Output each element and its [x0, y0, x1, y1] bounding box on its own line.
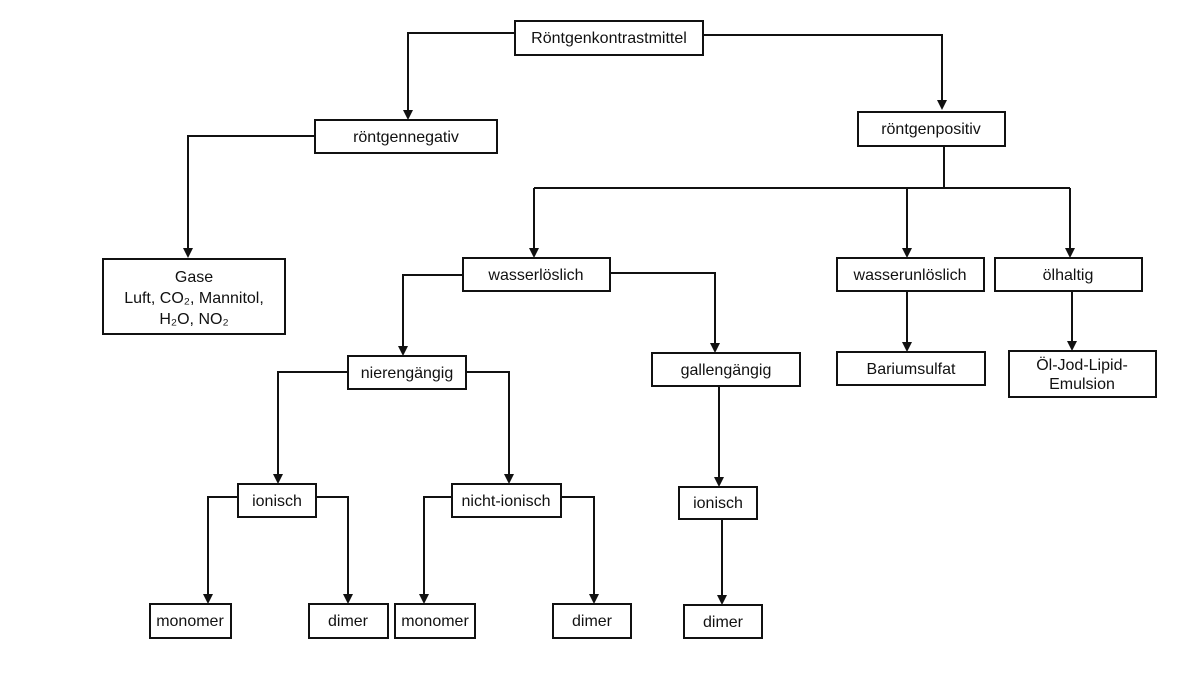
node-roentgenpositiv: röntgenpositiv — [857, 111, 1006, 147]
node-gases-line2: Luft, CO₂, Mannitol, — [124, 290, 264, 307]
node-nonionic-monomer: monomer — [394, 603, 476, 639]
edge-nonionic-dimer — [561, 496, 599, 604]
node-biliary-ionisch: ionisch — [678, 486, 758, 520]
node-wasserloeslich-label: wasserlöslich — [487, 267, 583, 284]
node-wasserloeslich: wasserlöslich — [462, 257, 611, 292]
edge-nonionic-monomer — [419, 496, 452, 604]
edge-positive-bus — [534, 146, 1070, 189]
edge-renal-ionic — [273, 371, 348, 484]
node-renal-ionisch: ionisch — [237, 483, 317, 518]
node-gallengaengig-label: gallengängig — [681, 362, 772, 379]
edge-root-negative — [403, 32, 515, 120]
node-biliary-dimer-label: dimer — [703, 614, 744, 631]
edge-ionic-dimer — [316, 496, 353, 604]
node-ionic-dimer-label: dimer — [328, 613, 369, 630]
node-wasserunloeslich-label: wasserunlöslich — [853, 267, 967, 284]
node-oelhaltig-label: ölhaltig — [1043, 267, 1094, 284]
node-root-label: Röntgenkontrastmittel — [531, 30, 687, 47]
node-gases-line1: Gase — [175, 269, 213, 286]
node-wasserunloeslich: wasserunlöslich — [836, 257, 985, 292]
node-renal-ionisch-label: ionisch — [252, 493, 302, 510]
edge-root-positive — [703, 34, 947, 110]
node-roentgenpositiv-label: röntgenpositiv — [881, 121, 981, 138]
node-bariumsulfat-label: Bariumsulfat — [867, 361, 956, 378]
node-nierengaengig-label: nierengängig — [361, 365, 454, 382]
node-emulsion-line2: Emulsion — [1049, 376, 1115, 393]
node-biliary-ionisch-label: ionisch — [693, 495, 743, 512]
node-bariumsulfat: Bariumsulfat — [836, 351, 986, 386]
node-biliary-dimer: dimer — [683, 604, 763, 639]
edge-negative-gases — [183, 135, 315, 258]
node-ionic-monomer-label: monomer — [156, 613, 224, 630]
node-roentgennegativ-label: röntgennegativ — [353, 129, 459, 146]
edge-ionic-monomer — [203, 496, 238, 604]
node-oelhaltig: ölhaltig — [994, 257, 1143, 292]
edge-watersoluble-renal — [398, 274, 463, 356]
node-emulsion-line1: Öl-Jod-Lipid- — [1036, 356, 1128, 374]
node-nierengaengig: nierengängig — [347, 355, 467, 390]
node-nonionic-dimer: dimer — [552, 603, 632, 639]
node-gallengaengig: gallengängig — [651, 352, 801, 387]
node-emulsion: Öl-Jod-Lipid- Emulsion — [1008, 350, 1157, 398]
node-ionic-monomer: monomer — [149, 603, 232, 639]
node-gases: Gase Luft, CO₂, Mannitol, H₂O, NO₂ — [102, 258, 286, 335]
node-ionic-dimer: dimer — [308, 603, 389, 639]
node-nonionic-monomer-label: monomer — [401, 613, 469, 630]
node-nonionic-dimer-label: dimer — [572, 613, 613, 630]
node-roentgennegativ: röntgennegativ — [314, 119, 498, 154]
node-nicht-ionisch-label: nicht-ionisch — [462, 493, 551, 510]
node-root: Röntgenkontrastmittel — [514, 20, 704, 56]
edge-renal-nonionic — [466, 371, 514, 484]
node-gases-line3: H₂O, NO₂ — [159, 311, 228, 328]
edge-watersoluble-biliary — [610, 272, 720, 353]
edges — [183, 32, 1077, 605]
node-nicht-ionisch: nicht-ionisch — [451, 483, 562, 518]
